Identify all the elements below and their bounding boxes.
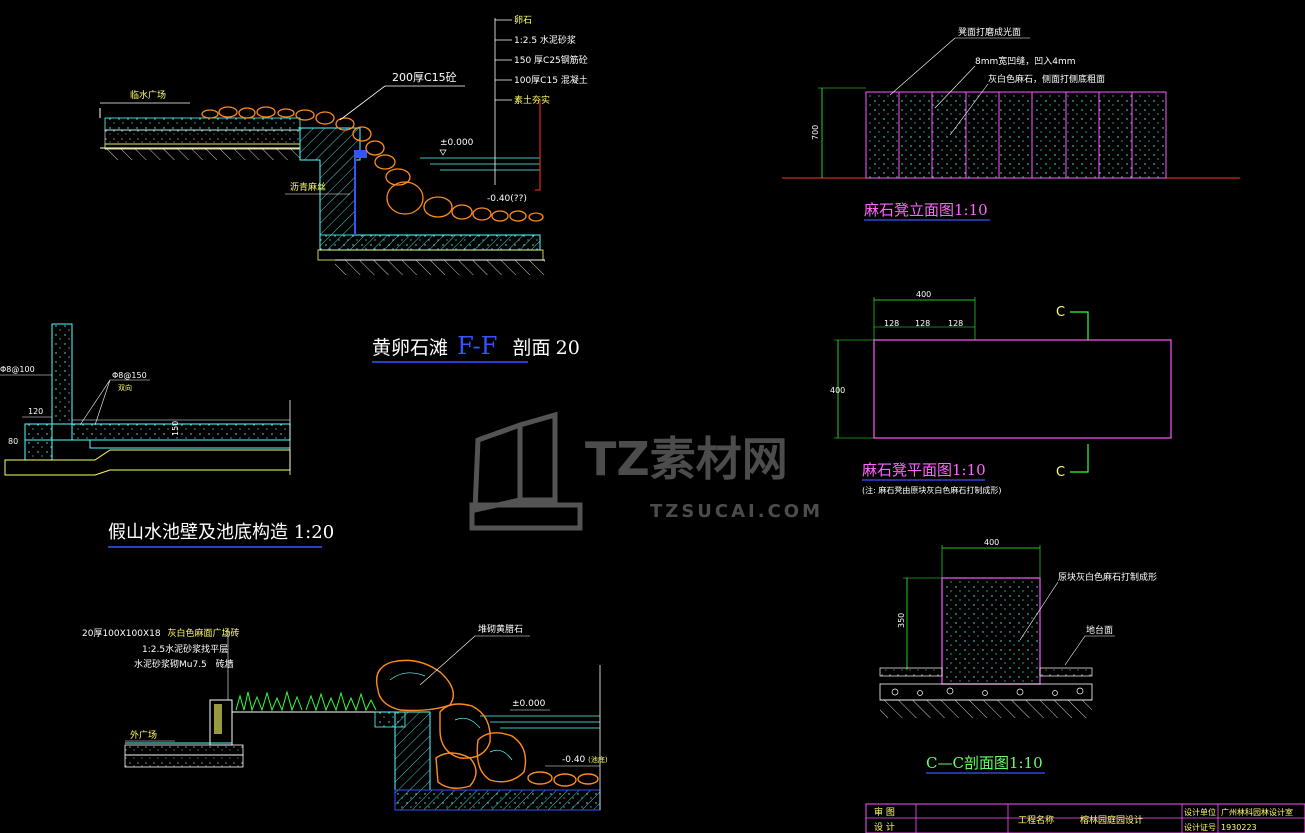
section-wall: Φ8@150 双向 Φ8@100 120 80 150 假山水池壁及池底构造 1… bbox=[0, 323, 334, 548]
dim-150: 150 bbox=[171, 421, 180, 436]
plan-dim-1: 128 bbox=[884, 319, 899, 328]
pebbles bbox=[201, 106, 544, 222]
bench-plan-title: 麻石凳平面图1:10 bbox=[862, 461, 986, 479]
layer-5: 素土夯实 bbox=[514, 94, 550, 106]
bench-elevation: 700 凳面打磨成光面 8mm宽凹缝，凹入4mm 灰白色麻石，侧面打侧底粗面 麻… bbox=[782, 26, 1240, 221]
bench-section: 400 350 原块灰白色麻石打制成形 地台面 C—C剖面图1:10 bbox=[879, 538, 1157, 774]
layer-4: 100厚C15 混凝土 bbox=[514, 74, 588, 86]
section-dim-w: 400 bbox=[984, 538, 999, 547]
elev-dim-h: 700 bbox=[811, 125, 820, 140]
bench-plan: 400 128 128 128 400 C C 麻石凳平面图1:10 (注: 麻… bbox=[830, 290, 1172, 495]
paving-layer bbox=[104, 117, 301, 131]
section-rock: 20厚100X100X18 灰白色麻面广场砖 1:2.5水泥砂浆找平层 水泥砂浆… bbox=[82, 623, 608, 811]
layer-3: 150 厚C25钢筋砼 bbox=[514, 54, 588, 66]
tb-proj-label: 工程名称 bbox=[1018, 814, 1054, 826]
label-stone: 堆砌黄腊石 bbox=[478, 623, 523, 635]
elev-note-3: 灰白色麻石，侧面打侧底粗面 bbox=[988, 73, 1105, 85]
watermark-cn: TZ素材网 bbox=[585, 432, 788, 486]
elev-note-2: 8mm宽凹缝，凹入4mm bbox=[975, 55, 1076, 67]
tb-unit-label: 设计单位 bbox=[1184, 807, 1216, 817]
section-note-ground: 地台面 bbox=[1086, 624, 1113, 636]
rebar-2-sub: 双向 bbox=[118, 383, 132, 392]
tb-review: 审 图 bbox=[874, 806, 895, 818]
elev-note-1: 凳面打磨成光面 bbox=[958, 26, 1021, 38]
level-zero-rock: ±0.000 bbox=[512, 699, 546, 709]
cut-mark-bottom: C bbox=[1056, 465, 1065, 480]
label-mortar: 1:2.5水泥砂浆找平层 bbox=[142, 643, 228, 655]
watermark-logo-icon bbox=[469, 411, 583, 531]
layer-1: 卵石 bbox=[514, 15, 532, 26]
level-bottom: -0.40(??) bbox=[487, 194, 527, 204]
label-square: 临水广场 bbox=[130, 89, 166, 101]
label-felt: 沥青麻丝 bbox=[290, 181, 326, 193]
plan-dim-3: 128 bbox=[948, 319, 963, 328]
tb-cert-no: 1930223 bbox=[1221, 823, 1257, 832]
layer-2: 1:2.5 水泥砂浆 bbox=[514, 34, 576, 46]
rocks bbox=[375, 659, 599, 789]
tb-unit-name: 广州林科园林设计室 bbox=[1221, 807, 1293, 817]
section-dim-h: 350 bbox=[897, 613, 906, 628]
rebar-1: Φ8@100 bbox=[0, 365, 35, 374]
grass bbox=[235, 690, 377, 712]
title-block: 审 图 设 计 工程名称 榕林园庭园设计 设计单位 广州林科园林设计室 设计证号… bbox=[865, 803, 1305, 833]
label-outer: 外广场 bbox=[130, 729, 157, 741]
tb-design: 设 计 bbox=[874, 821, 895, 833]
tb-cert-label: 设计证号 bbox=[1184, 822, 1216, 832]
section-ff-title: 黄卵石滩 F-F 剖面 20 bbox=[372, 332, 580, 360]
section-ff: 卵石 1:2.5 水泥砂浆 150 厚C25钢筋砼 100厚C15 混凝土 素土… bbox=[99, 15, 588, 363]
bench-plan-note: (注: 麻石凳由原块灰白色麻石打制成形) bbox=[862, 485, 1001, 495]
label-tile: 20厚100X100X18 灰白色麻面广场砖 bbox=[82, 627, 239, 639]
bench-elev-title: 麻石凳立面图1:10 bbox=[864, 201, 988, 219]
plan-dim-2: 128 bbox=[915, 319, 930, 328]
watermark: TZ素材网 TZSUCAI.COM bbox=[469, 411, 823, 531]
bench-section-title: C—C剖面图1:10 bbox=[926, 754, 1043, 772]
dim-120: 120 bbox=[28, 407, 43, 416]
rebar-2: Φ8@150 bbox=[112, 371, 147, 380]
tb-proj-name: 榕林园庭园设计 bbox=[1080, 814, 1143, 826]
plan-dim-h: 400 bbox=[830, 386, 845, 395]
plan-dim-w: 400 bbox=[916, 290, 931, 299]
cut-mark-top: C bbox=[1056, 305, 1065, 320]
label-brick: 水泥砂浆砌Mu7.5 砖墙 bbox=[134, 658, 234, 670]
section-wall-title: 假山水池壁及池底构造 1:20 bbox=[108, 522, 334, 543]
level-bottom-rock: -0.40 (池底) bbox=[562, 755, 608, 765]
level-zero: ±0.000 bbox=[440, 138, 474, 148]
section-note-stone: 原块灰白色麻石打制成形 bbox=[1058, 571, 1157, 583]
dim-80: 80 bbox=[8, 437, 18, 446]
label-conc: 200厚C15砼 bbox=[392, 71, 457, 84]
watermark-en: TZSUCAI.COM bbox=[650, 501, 823, 522]
